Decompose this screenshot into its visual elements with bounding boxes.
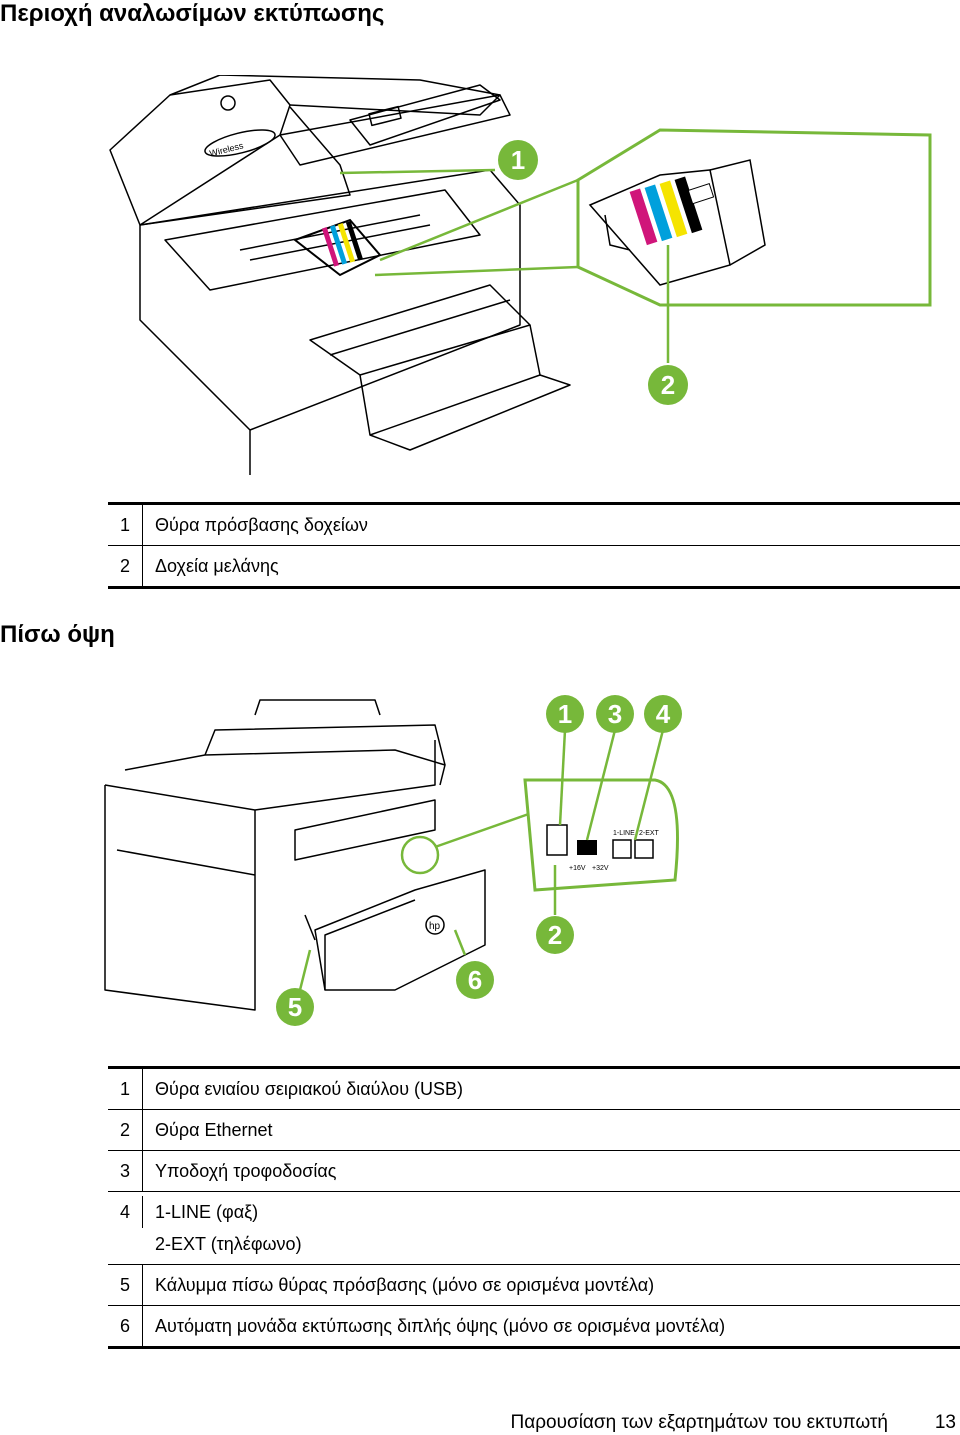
printer-rear-illustration: hp 1-LINE 2-EXT +16V +32V 1 3 4 2 5 6 xyxy=(104,695,682,1026)
legend-text-line: 1-LINE (φαξ) xyxy=(155,1202,259,1222)
legend-row: 1 Θύρα πρόσβασης δοχείων xyxy=(108,505,960,545)
callout-5-label: 5 xyxy=(288,992,302,1022)
legend-row: 2 Θύρα Ethernet xyxy=(108,1109,960,1150)
section-heading-consumables: Περιοχή αναλωσίμων εκτύπωσης xyxy=(0,0,385,27)
printer-body xyxy=(104,785,256,1011)
legend-number: 1 xyxy=(108,505,143,545)
ports-inset: 1-LINE 2-EXT +16V +32V xyxy=(523,778,679,892)
usb-port xyxy=(546,824,568,856)
legend-row: 6 Αυτόματη μονάδα εκτύπωσης διπλής όψης … xyxy=(108,1305,960,1346)
callout-2 xyxy=(648,365,688,405)
callout-2-label: 2 xyxy=(548,920,562,950)
callout-4 xyxy=(644,695,682,733)
legend-table-1: 1 Θύρα πρόσβασης δοχείων 2 Δοχεία μελάνη… xyxy=(108,502,960,589)
legend-text: Δοχεία μελάνης xyxy=(155,556,279,576)
callout-2-label: 2 xyxy=(661,370,675,400)
cartridge-bay xyxy=(164,189,481,291)
control-panel xyxy=(349,84,501,146)
legend-number: 1 xyxy=(108,1069,143,1109)
legend-text: Θύρα ενιαίου σειριακού διαύλου (USB) xyxy=(155,1079,464,1099)
legend-text: Υποδοχή τροφοδοσίας xyxy=(155,1161,337,1181)
callout-6 xyxy=(456,961,494,999)
page-number: 13 xyxy=(934,1412,956,1433)
adf-lid xyxy=(109,79,291,226)
cartridge-zoom-inset xyxy=(576,128,932,307)
callout-4-label: 4 xyxy=(656,699,671,729)
legend-row: 3 Υποδοχή τροφοδοσίας xyxy=(108,1150,960,1191)
legend-row: 2 Δοχεία μελάνης xyxy=(108,545,960,586)
legend-table-2: 1 Θύρα ενιαίου σειριακού διαύλου (USB) 2… xyxy=(108,1066,960,1349)
legend-text: 1-LINE (φαξ) 2-EXT (τηλέφωνο) xyxy=(143,1196,302,1260)
callout-5 xyxy=(276,988,314,1026)
port-label-ext: 2-EXT xyxy=(639,830,660,837)
legend-text: Θύρα Ethernet xyxy=(155,1120,273,1140)
port-label-line: 1-LINE xyxy=(613,830,635,837)
voltage-label-16: +16V xyxy=(569,865,586,872)
ext-port xyxy=(634,839,654,859)
callout-1-label: 1 xyxy=(558,699,572,729)
voltage-label-32: +32V xyxy=(592,865,609,872)
callout-2 xyxy=(536,916,574,954)
output-tray xyxy=(309,284,531,376)
printer-front-illustration: Wireless 1 2 xyxy=(109,75,932,475)
line-port xyxy=(612,839,632,859)
legend-row: 1 Θύρα ενιαίου σειριακού διαύλου (USB) xyxy=(108,1069,960,1109)
callout-1 xyxy=(546,695,584,733)
callout-1-label: 1 xyxy=(511,145,525,175)
cartridges-small xyxy=(292,218,382,277)
legend-number: 6 xyxy=(108,1306,143,1346)
section-heading-rear-view: Πίσω όψη xyxy=(0,621,115,648)
legend-text-line: 2-EXT (τηλέφωνο) xyxy=(155,1234,302,1254)
legend-text: Αυτόματη μονάδα εκτύπωσης διπλής όψης (μ… xyxy=(155,1316,726,1336)
legend-row: 4 1-LINE (φαξ) 2-EXT (τηλέφωνο) xyxy=(108,1191,960,1264)
legend-number: 2 xyxy=(108,1110,143,1150)
power-socket xyxy=(577,840,597,855)
hp-logo-text: hp xyxy=(429,921,441,932)
legend-text: Κάλυμμα πίσω θύρας πρόσβασης (μόνο σε ορ… xyxy=(155,1275,655,1295)
legend-number: 3 xyxy=(108,1151,143,1191)
page-footer: Παρουσίαση των εξαρτημάτων του εκτυπωτή … xyxy=(0,1410,960,1435)
legend-number: 4 xyxy=(108,1196,143,1228)
callout-3-label: 3 xyxy=(608,699,622,729)
legend-number: 2 xyxy=(108,546,143,586)
footer-title: Παρουσίαση των εξαρτημάτων του εκτυπωτή xyxy=(510,1412,889,1433)
legend-row: 5 Κάλυμμα πίσω θύρας πρόσβασης (μόνο σε … xyxy=(108,1264,960,1305)
callout-3 xyxy=(596,695,634,733)
callout-1 xyxy=(498,140,538,180)
legend-text: Θύρα πρόσβασης δοχείων xyxy=(155,515,368,535)
legend-number: 5 xyxy=(108,1265,143,1305)
callout-6-label: 6 xyxy=(468,965,482,995)
